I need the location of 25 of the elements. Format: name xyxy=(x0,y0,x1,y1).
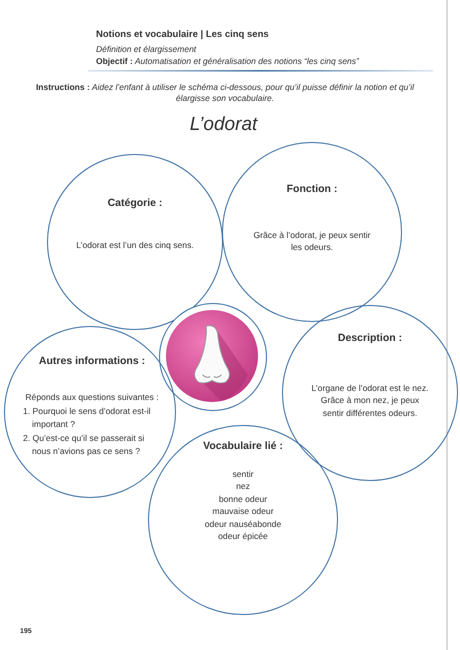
circle-heading: Catégorie : xyxy=(108,197,162,209)
body-text: odeur épicée xyxy=(218,530,268,543)
circle-heading: Description : xyxy=(338,332,402,344)
header-title: Notions et vocabulaire | Les cinq sens xyxy=(96,29,269,40)
body-text: sentir xyxy=(232,468,254,480)
body-text: mauvaise odeur xyxy=(212,505,274,518)
body-text: L’organe de l’odorat est le nez. Grâce à mon nez, je peux sentir différentes odeurs. xyxy=(310,382,430,420)
body-text: L’odorat est l’un des cinq sens. xyxy=(76,239,194,252)
instructions-text: Instructions : Aidez l’enfant à utiliser le schéma ci-dessous, pour qu’il puisse définir la notion et qu’il élargisse son vocabulaire. xyxy=(34,82,416,104)
header-subtitle: Définition et élargissement xyxy=(96,44,196,54)
body-text: 1. Pourquoi le sens d’odorat est-il important ? xyxy=(23,405,152,430)
info-circle xyxy=(148,425,338,615)
diagram-title: L’odorat xyxy=(188,114,259,136)
body-text: Grâce à l’odorat, je peux sentir les odeurs. xyxy=(253,229,371,254)
circle-heading: Autres informations : xyxy=(38,355,146,367)
circle-heading: Vocabulaire lié : xyxy=(203,440,283,452)
info-circle xyxy=(282,305,458,481)
body-text: nez xyxy=(236,480,250,493)
body-text: bonne odeur xyxy=(218,492,268,506)
body-text: 2. Qu’est-ce qu’il se passerait si nous n’avions pas ce sens ? xyxy=(23,432,146,458)
info-circle xyxy=(4,326,176,498)
objective-text: Objectif : Automatisation et généralisation des notions “les cinq sens” xyxy=(96,56,359,66)
circle-heading: Fonction : xyxy=(286,183,338,195)
body-text: odeur nauséabonde xyxy=(204,518,282,530)
body-text: Réponds aux questions suivantes : xyxy=(25,391,159,404)
